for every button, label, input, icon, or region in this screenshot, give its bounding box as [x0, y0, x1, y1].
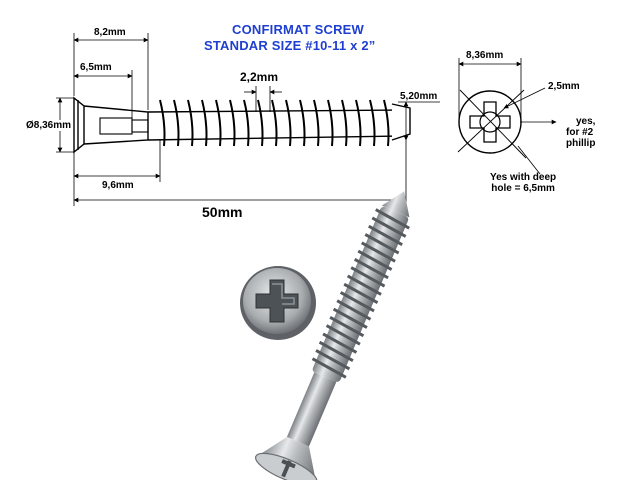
- total-length-label: 50mm: [202, 204, 243, 220]
- shank-length-label: 6,5mm: [80, 62, 112, 73]
- thread-stroke: [327, 99, 334, 147]
- screw-head-photo: [240, 266, 316, 340]
- deep-hole-note-line2: hole = 6,5mm: [491, 183, 555, 194]
- thread-stroke: [159, 99, 166, 147]
- phillips-note-line1: yes,: [576, 116, 596, 127]
- thread-stroke: [187, 99, 194, 147]
- thread-stroke: [243, 99, 250, 147]
- photo-thread-stroke: [336, 299, 372, 321]
- photo-thread-stroke: [339, 291, 375, 313]
- thread-stroke: [355, 99, 362, 147]
- head-length-label: 8,2mm: [94, 27, 126, 38]
- head-diameter-label: Ø8,36mm: [26, 120, 72, 131]
- thread-stroke: [369, 99, 376, 147]
- body-length-label: 9,6mm: [102, 180, 134, 191]
- diagram-title-line2: STANDAR SIZE #10-11 x 2”: [204, 38, 376, 53]
- deep-hole-note: Yes with deep hole = 6,5mm: [490, 172, 556, 194]
- photo-thread-stroke: [375, 208, 410, 230]
- photo-thread-stroke: [364, 233, 400, 255]
- photo-thread-stroke: [322, 332, 358, 354]
- photo-thread-stroke: [311, 357, 347, 379]
- thread-stroke: [229, 99, 236, 147]
- thread-stroke: [215, 99, 222, 147]
- photo-thread-stroke: [325, 324, 361, 346]
- phillips-note-line2: for #2: [566, 127, 594, 138]
- thread-stroke: [271, 99, 278, 147]
- thread-stroke: [313, 99, 320, 147]
- phillips-note-line3: phillip: [566, 138, 596, 149]
- phillips-note: yes, for #2 phillip: [566, 116, 595, 149]
- photo-thread-stroke: [346, 274, 382, 296]
- thread-stroke: [201, 99, 208, 147]
- thread-stroke: [341, 99, 348, 147]
- photo-thread-stroke: [332, 307, 368, 329]
- end-view-diameter-label: 8,36mm: [466, 50, 504, 61]
- screw-photo: [254, 191, 410, 480]
- thread-pitch-label: 2,2mm: [240, 70, 279, 84]
- photo-thread-stroke: [329, 316, 365, 338]
- photo-thread-stroke: [371, 216, 407, 238]
- tip-diameter-label: 5,20mm: [400, 91, 438, 102]
- photo-thread-stroke: [315, 349, 351, 371]
- thread-stroke: [257, 99, 264, 147]
- photo-thread-stroke: [360, 241, 396, 263]
- thread-stroke: [173, 99, 180, 147]
- thread-stroke: [299, 99, 306, 147]
- photo-thread-stroke: [350, 266, 386, 288]
- photo-thread-stroke: [368, 224, 403, 247]
- screw-end-view: [457, 58, 557, 175]
- thread-stroke: [383, 99, 390, 147]
- photo-thread-stroke: [318, 340, 354, 363]
- thread-stroke: [285, 99, 292, 147]
- diagram-title-line1: CONFIRMAT SCREW: [232, 22, 365, 37]
- dimension-lines: [56, 33, 440, 206]
- recess-size-label: 2,5mm: [548, 81, 580, 92]
- screw-threads: [159, 99, 390, 147]
- photo-thread-stroke: [357, 249, 393, 271]
- photo-thread-stroke: [343, 282, 379, 305]
- photo-thread-stroke: [353, 258, 389, 280]
- deep-hole-note-line1: Yes with deep: [490, 172, 557, 183]
